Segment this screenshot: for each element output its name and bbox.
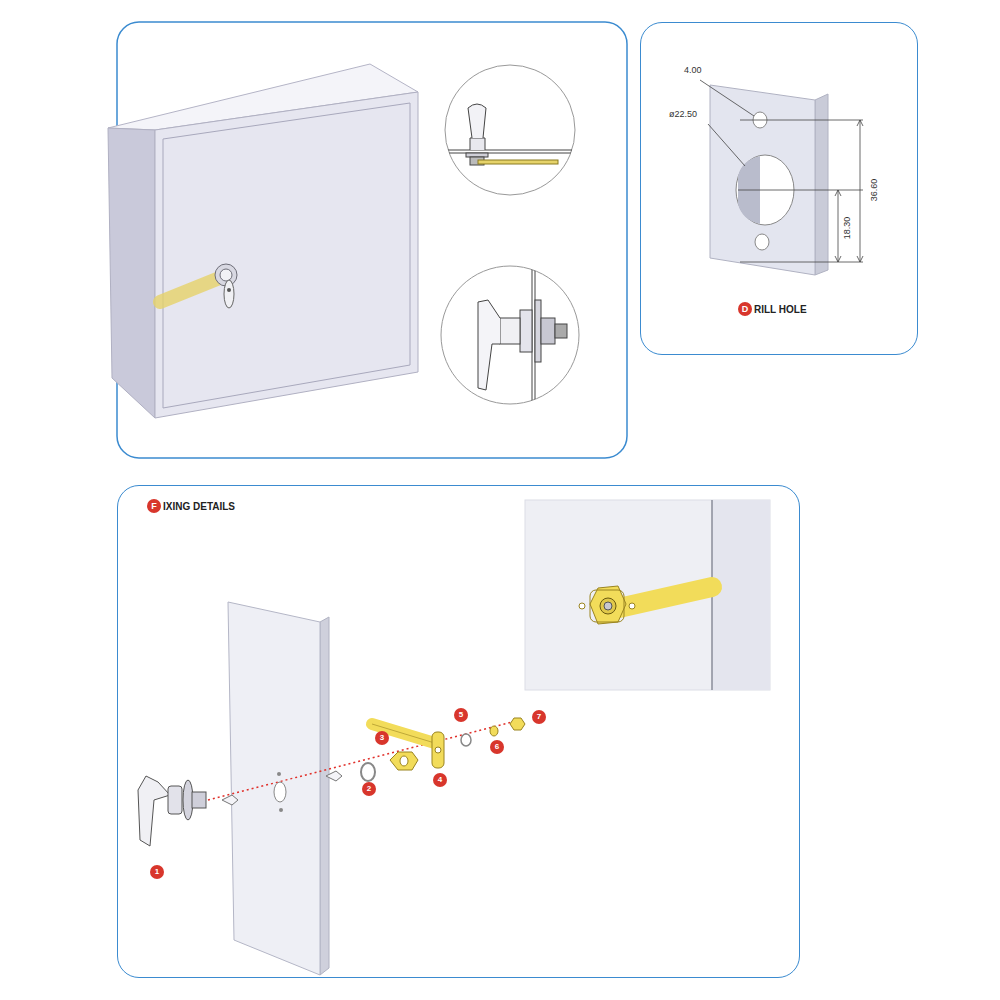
detail-top <box>445 65 575 200</box>
heading-badge: D <box>738 302 752 316</box>
detail-side <box>441 260 579 410</box>
callout-number: 6 <box>490 740 504 754</box>
panel: FIXING DETAILS <box>117 485 800 978</box>
dimension-label: 36.60 <box>870 178 880 203</box>
heading-badge: F <box>147 499 161 513</box>
callout-number: 7 <box>532 710 546 724</box>
callout-number: 5 <box>454 708 468 722</box>
heading-text: IXING DETAILS <box>163 501 235 512</box>
drill-plate <box>700 80 863 275</box>
dimension-label: 4.00 <box>683 66 703 76</box>
callout-number: 3 <box>375 731 389 745</box>
cabinet <box>108 64 418 418</box>
callout-number: 2 <box>362 782 376 796</box>
callout-number: 1 <box>150 865 164 879</box>
fixing-exploded <box>138 500 770 975</box>
heading-text: RILL HOLE <box>754 304 807 315</box>
dimension-label: ø22.50 <box>668 110 698 120</box>
dimension-label: 18.30 <box>843 216 853 241</box>
callout-number: 4 <box>433 773 447 787</box>
